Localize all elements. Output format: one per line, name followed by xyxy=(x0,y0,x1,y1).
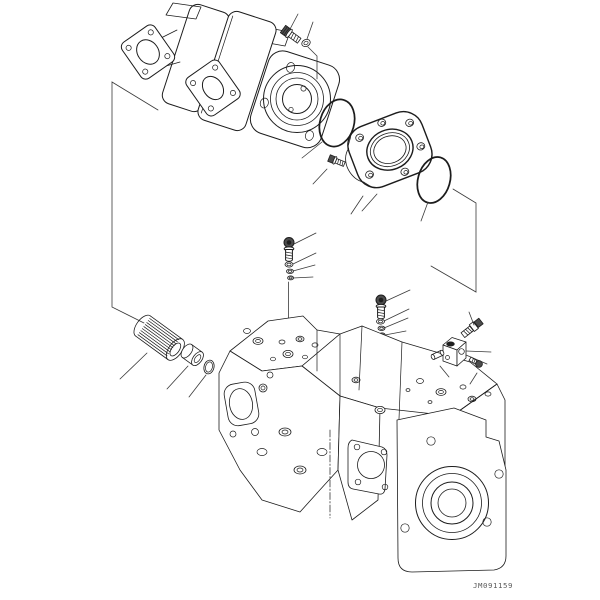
plug-bolt-right: Plug bolt (right) xyxy=(375,289,411,320)
end-cover-flange: End cover flange xyxy=(396,407,507,573)
washer: Washer xyxy=(301,21,318,80)
valve-screw: Valve screw xyxy=(468,356,483,385)
bushing: Bushing xyxy=(166,343,204,390)
flange-bolt: Flange bolt xyxy=(312,154,346,185)
gear-pump-port-flange-1 xyxy=(120,24,176,80)
o-ring-rear: O-ring (rear) xyxy=(416,156,452,222)
fitting-plug: Fitting plug xyxy=(460,311,484,338)
assembly-line-left xyxy=(111,81,159,324)
spring-pin: Spring pin xyxy=(430,349,450,378)
suction-strainer: Suction strainer xyxy=(119,314,185,380)
plug-bolt-left: Plug bolt (left) xyxy=(283,232,317,262)
gear-pump-assembly: Tandem gear pump assembly xyxy=(120,2,341,149)
assembly-line-right xyxy=(430,188,477,293)
gear-pump-bracket xyxy=(165,2,202,20)
hex-bolt: Hex bolt xyxy=(279,13,302,44)
main-pump-assembly: Main piston pump assembly xyxy=(218,315,507,573)
figure-code: JM091159 xyxy=(473,581,513,590)
valve-block: Valve block xyxy=(442,337,492,367)
o-ring-small: O-ring (small) xyxy=(188,359,215,398)
gear-pump-port-flange-2 xyxy=(185,59,241,117)
o-ring-front: O-ring (front) xyxy=(301,98,356,159)
cover-flange: Cover flange xyxy=(345,110,433,215)
